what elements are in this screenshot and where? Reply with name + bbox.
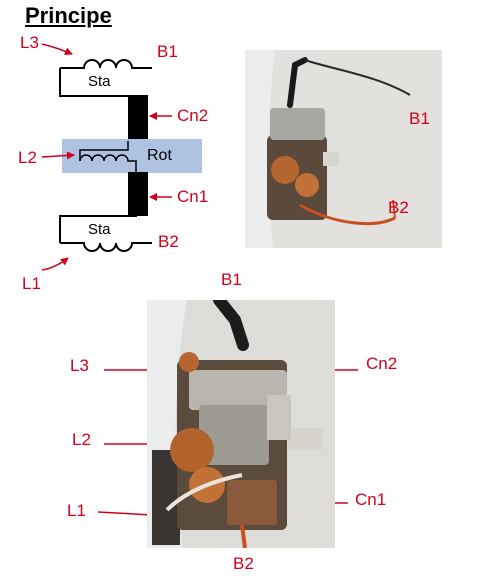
stator-bottom-coil bbox=[60, 242, 152, 252]
arrow-l2 bbox=[41, 151, 75, 160]
brush-cn1 bbox=[128, 172, 148, 216]
motor-photo-bottom bbox=[147, 300, 335, 548]
label-cn2: Cn2 bbox=[177, 106, 209, 125]
stator-bottom bbox=[59, 215, 152, 252]
arrow-l1 bbox=[41, 257, 69, 271]
label-sta-top: Sta bbox=[88, 73, 111, 90]
brush-cn2 bbox=[128, 95, 148, 141]
label-l1: L1 bbox=[22, 274, 41, 293]
label-b1: B1 bbox=[157, 42, 178, 61]
label-photo-bottom-l1: L1 bbox=[67, 501, 86, 520]
stator-bottom-frame bbox=[59, 215, 137, 243]
label-photo-bottom-cn2: Cn2 bbox=[366, 354, 398, 373]
label-b2: B2 bbox=[158, 232, 179, 251]
label-rot: Rot bbox=[147, 147, 172, 164]
schematic-arrows bbox=[41, 43, 172, 271]
rotor-winding bbox=[79, 141, 137, 172]
label-photo-bottom-b1: B1 bbox=[221, 270, 242, 289]
label-l3: L3 bbox=[20, 33, 39, 52]
label-sta-bottom: Sta bbox=[88, 221, 111, 238]
label-photo-bottom-cn1: Cn1 bbox=[355, 490, 387, 509]
label-photo-top-b1: B1 bbox=[409, 109, 430, 128]
stator-top-coil bbox=[60, 59, 152, 69]
arrow-l3 bbox=[41, 43, 73, 56]
label-photo-bottom-l2: L2 bbox=[72, 430, 91, 449]
label-photo-bottom-l3: L3 bbox=[70, 356, 89, 375]
label-photo-bottom-b2: B2 bbox=[233, 554, 254, 573]
page-title: Principe bbox=[25, 3, 112, 28]
label-cn1: Cn1 bbox=[177, 187, 209, 206]
label-photo-top-b2: B2 bbox=[388, 198, 409, 217]
motor-photo-top bbox=[245, 50, 442, 248]
label-l2: L2 bbox=[18, 148, 37, 167]
rotor-box bbox=[62, 139, 202, 173]
